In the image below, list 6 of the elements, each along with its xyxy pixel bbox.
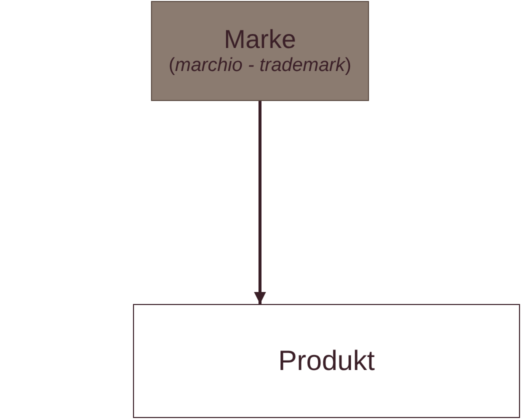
node-subtitle: (marchio - trademark) <box>168 55 352 78</box>
node-title: Produkt <box>278 344 375 378</box>
brand-box <box>151 1 369 101</box>
product-box <box>133 304 520 418</box>
arrow <box>254 101 266 304</box>
node-title: Marke <box>224 24 296 56</box>
